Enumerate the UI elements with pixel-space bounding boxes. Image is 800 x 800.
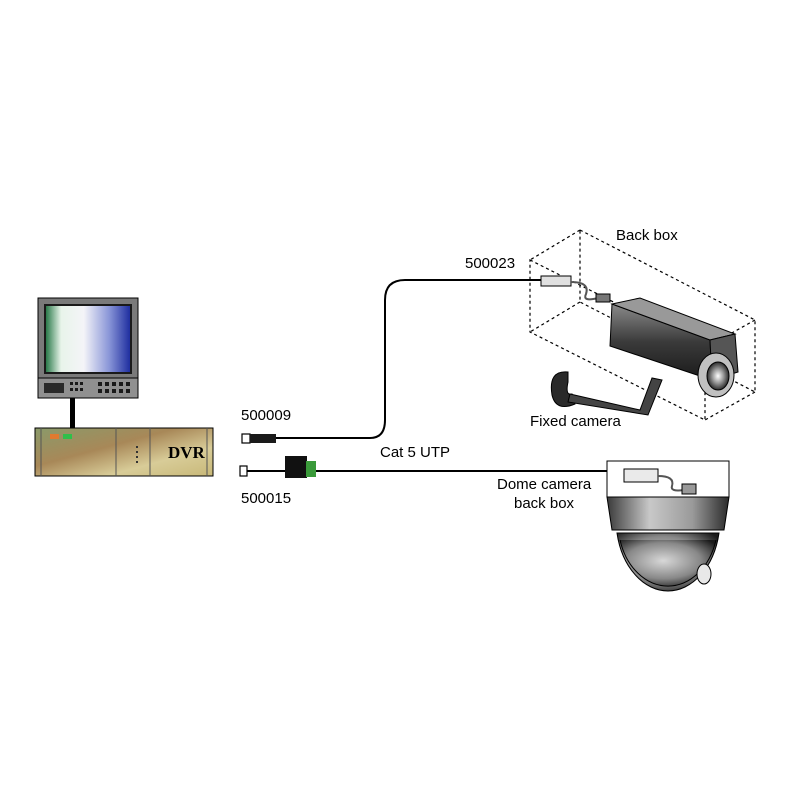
fixed-camera-icon bbox=[550, 297, 739, 416]
fixed-camera-back-box bbox=[529, 229, 756, 421]
dvr-led-green bbox=[63, 434, 72, 439]
part-500023-label: 500023 bbox=[465, 255, 515, 272]
balun-terminal bbox=[306, 461, 316, 477]
fixed-camera-label: Fixed camera bbox=[530, 413, 622, 430]
cables bbox=[245, 279, 622, 472]
cat5-label: Cat 5 UTP bbox=[380, 444, 450, 461]
dvr-led-orange bbox=[50, 434, 59, 439]
balun-icon bbox=[239, 456, 316, 478]
dome-camera-label-line1: Dome camera bbox=[497, 476, 592, 493]
dvr-icon: DVR bbox=[34, 427, 214, 477]
dvr-label: DVR bbox=[168, 443, 206, 462]
monitor-icon bbox=[37, 297, 139, 428]
part-500015-label: 500015 bbox=[241, 490, 291, 507]
coax-cable-fixed-camera bbox=[276, 279, 543, 439]
dome-camera-icon bbox=[606, 460, 730, 592]
bnc-connector-icon bbox=[540, 275, 611, 303]
dome-camera-label-line2: back box bbox=[514, 495, 575, 512]
bnc-connector-icon bbox=[241, 433, 276, 444]
part-500009-label: 500009 bbox=[241, 407, 291, 424]
back-box-label: Back box bbox=[616, 227, 678, 244]
